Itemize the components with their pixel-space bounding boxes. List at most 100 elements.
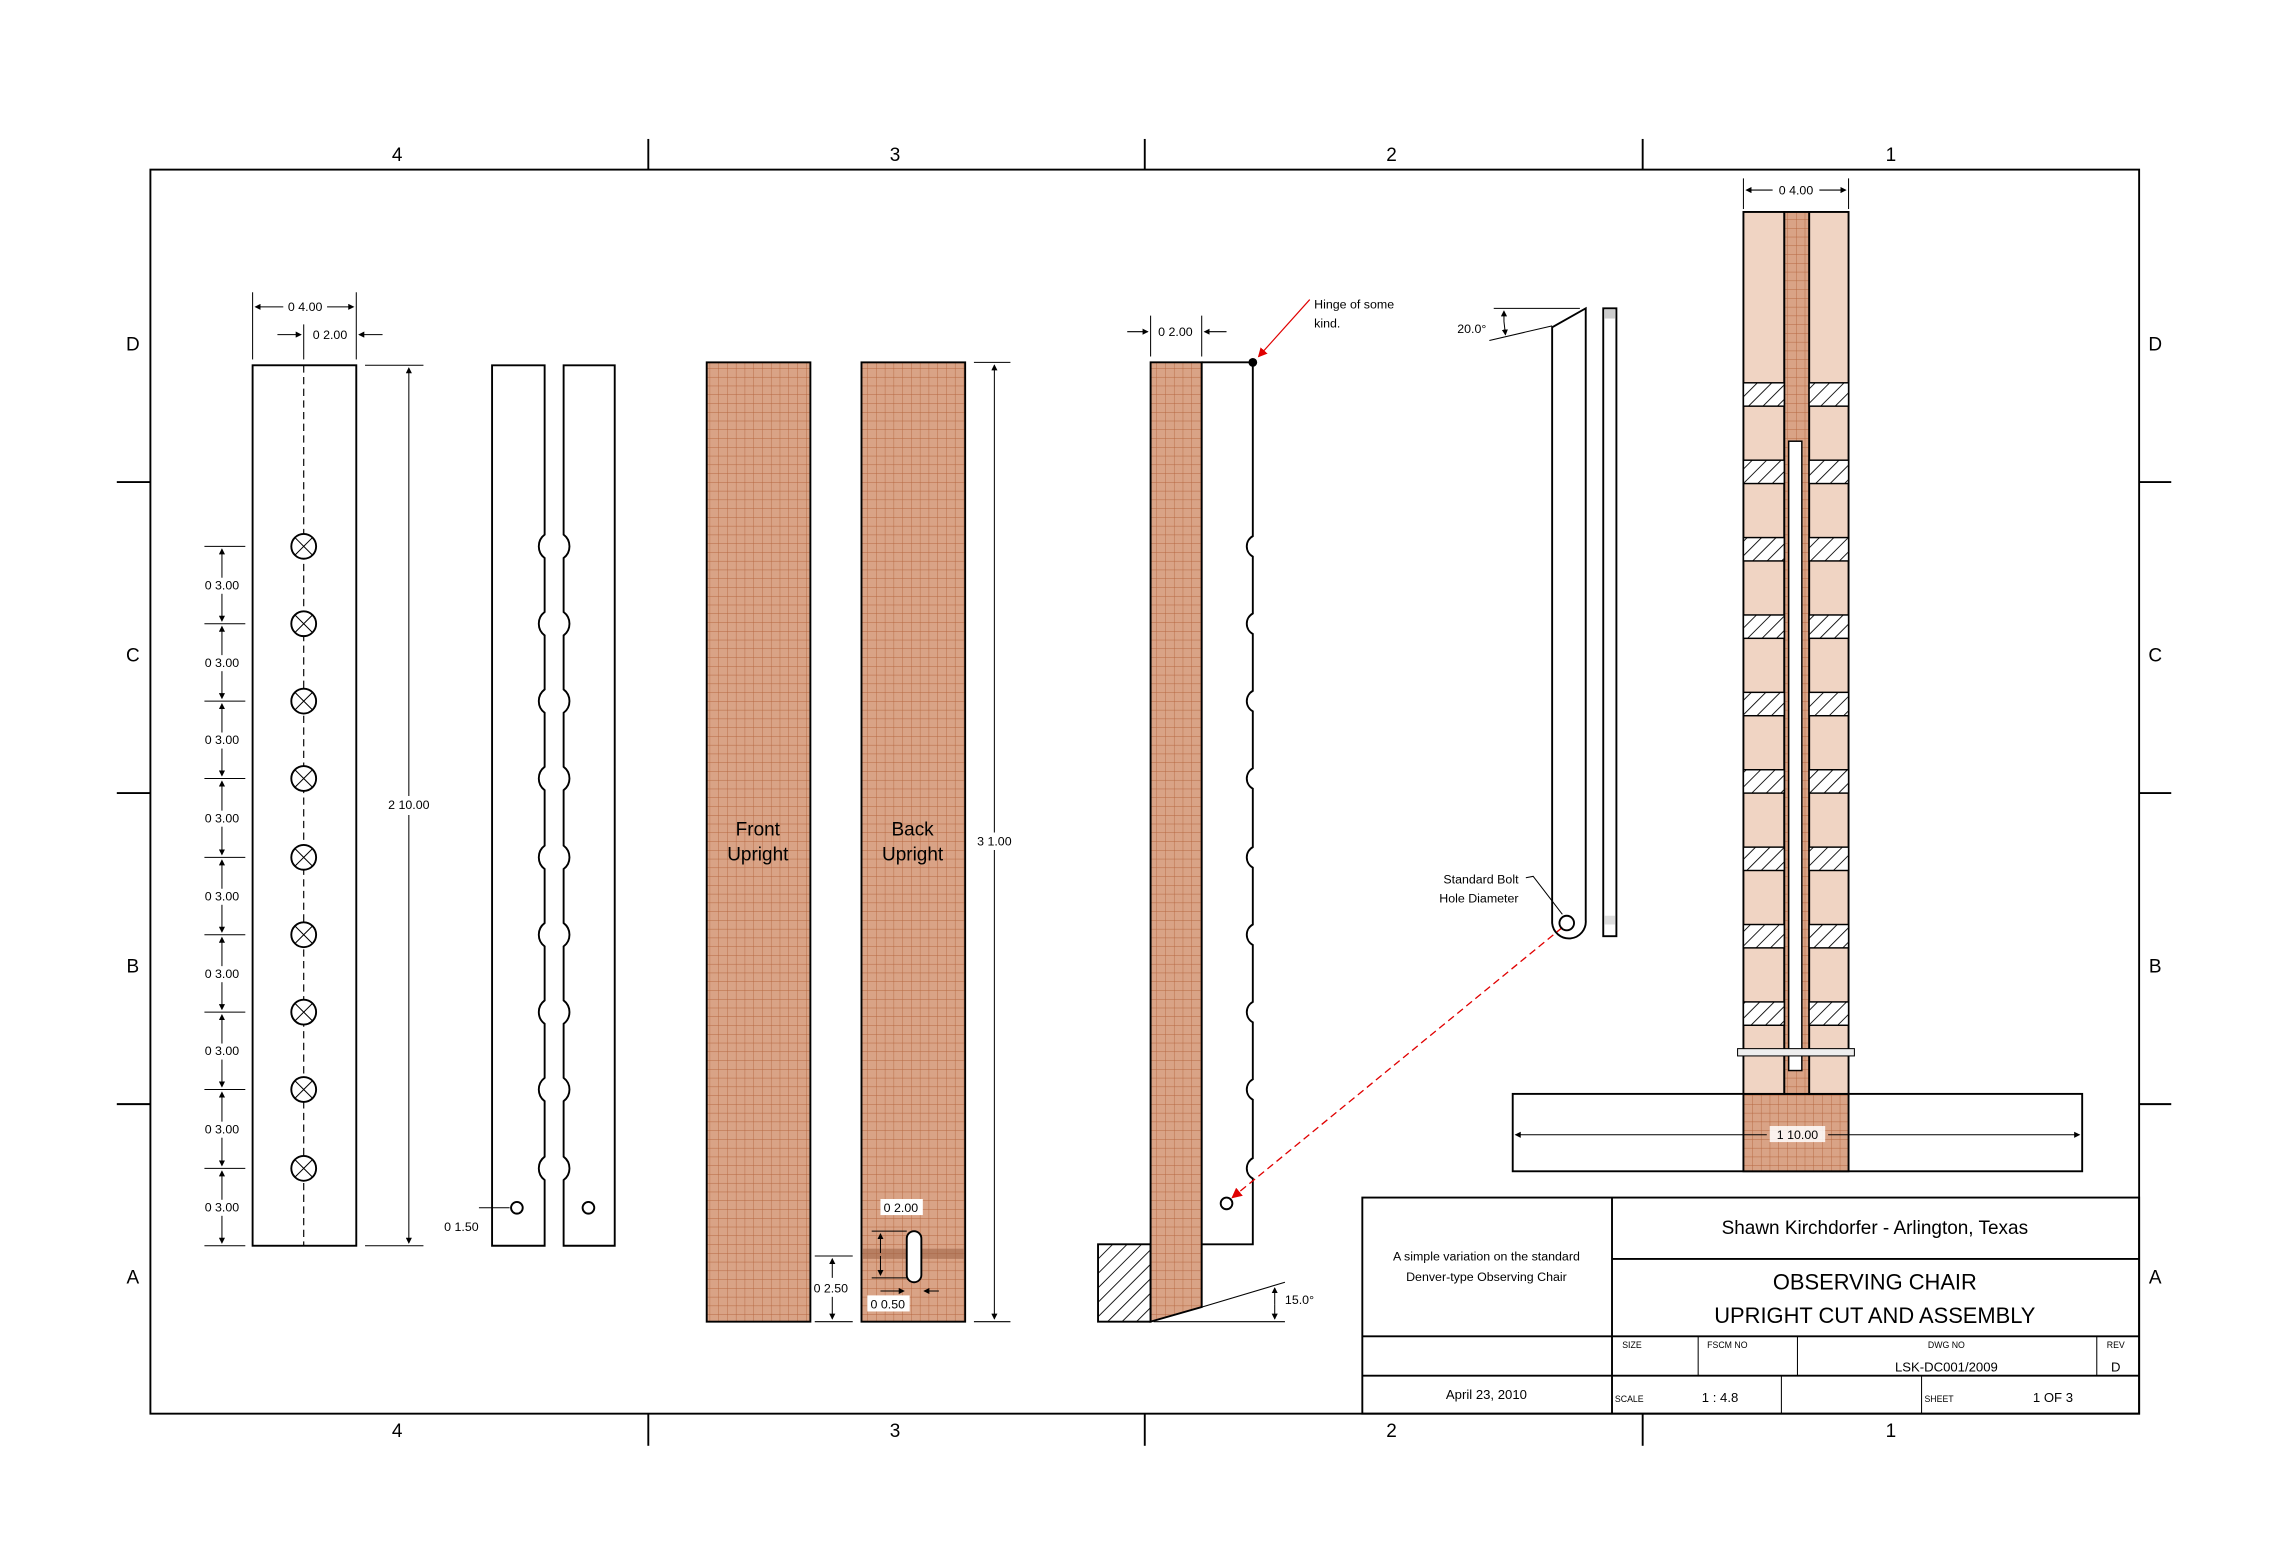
- cross-member-section: [1742, 923, 1786, 949]
- spacing-dimension: 0 3.00: [205, 1200, 240, 1214]
- back-upright-label-2: Upright: [882, 844, 944, 865]
- date: April 23, 2010: [1446, 1387, 1527, 1402]
- width-dimension: 0 2.00: [1158, 325, 1193, 339]
- cross-member-section: [1742, 382, 1786, 407]
- back-upright: [860, 361, 967, 1323]
- zone-col-1-bottom: 1: [1886, 1421, 1897, 1442]
- zone-row-c-left: C: [126, 646, 140, 667]
- uprights-view: Front Upright Back Upright 0 2.00 0 2.50…: [705, 361, 1012, 1323]
- cross-member-section: [1742, 691, 1786, 717]
- side-piece-view: 0 4.00 0 2.00 2 10.00 0 3.00 0 3.00 0 3.00…: [204, 292, 430, 1247]
- assembly-width-dimension: 0 4.00: [1779, 183, 1814, 197]
- cross-member-section: [1808, 691, 1850, 717]
- cross-member-section: [1808, 1001, 1850, 1026]
- dwg-number: LSK-DC001/2009: [1895, 1359, 1998, 1374]
- zone-col-3-top: 3: [890, 145, 901, 166]
- cross-member-section: [1808, 536, 1850, 562]
- slot-height-dimension: 0 2.50: [814, 1281, 849, 1295]
- scale-label: SCALE: [1615, 1394, 1644, 1404]
- author: Shawn Kirchdorfer - Arlington, Texas: [1722, 1218, 2028, 1239]
- cross-member-section: [1742, 536, 1786, 562]
- width-dimension: 0 4.00: [288, 300, 323, 314]
- zone-col-1-top: 1: [1886, 145, 1897, 166]
- bolt-hole: [1219, 1196, 1234, 1211]
- center-dimension: 0 2.00: [313, 328, 348, 342]
- front-upright: [705, 361, 812, 1323]
- hinge-note: Hinge of some: [1314, 297, 1394, 311]
- front-upright-label-2: Upright: [727, 844, 789, 865]
- zone-row-b-right: B: [2149, 957, 2162, 978]
- scale: 1 : 4.8: [1702, 1390, 1738, 1405]
- drawing-frame: 4 3 2 1 4 3 2 1 D C B A D C B A: [116, 138, 2172, 1446]
- cross-member-section: [1808, 614, 1850, 640]
- bolt-note-2: Hole Diameter: [1439, 892, 1518, 906]
- sheet-number: 1 OF 3: [2033, 1390, 2073, 1405]
- leg-angle-dimension: 20.0°: [1457, 322, 1486, 336]
- bolt-hole: [510, 1200, 524, 1215]
- description-2: Denver-type Observing Chair: [1406, 1270, 1567, 1284]
- bolt-note: Standard Bolt: [1443, 873, 1519, 887]
- bolt-hole: [581, 1200, 596, 1215]
- leg-view: 20.0° Standard Bolt Hole Diameter: [1439, 306, 1618, 940]
- split-piece-view: 0 1.50: [444, 364, 616, 1247]
- spacing-dimension: 0 3.00: [205, 1122, 240, 1136]
- sheet-label: SHEET: [1924, 1394, 1954, 1404]
- spacing-dimension: 0 3.00: [205, 578, 240, 592]
- description: A simple variation on the standard: [1393, 1249, 1580, 1263]
- base-dimension: 1 10.00: [1777, 1128, 1818, 1142]
- spacing-dimension: 0 3.00: [205, 967, 240, 981]
- revision: D: [2111, 1359, 2120, 1374]
- hole-cross: [294, 925, 313, 944]
- hole-cross: [294, 691, 313, 711]
- back-upright-label: Back: [892, 819, 935, 840]
- center-slot: [1787, 440, 1803, 1072]
- hinge-note-2: kind.: [1314, 316, 1340, 330]
- cross-member-section: [1742, 459, 1786, 485]
- hole-dimension: 0 1.50: [444, 1220, 479, 1234]
- spacing-dimension: 0 3.00: [205, 656, 240, 670]
- hole-cross: [294, 537, 313, 556]
- assembly-view: 1 10.00 0 4.00: [1511, 178, 2084, 1173]
- fscm-label: FSCM NO: [1707, 1340, 1748, 1350]
- zone-row-a-right: A: [2149, 1268, 2162, 1289]
- cross-member-section: [1742, 846, 1786, 872]
- zone-col-2-top: 2: [1386, 145, 1397, 166]
- cross-member-section: [1742, 1001, 1786, 1026]
- hole-cross: [294, 1003, 313, 1022]
- angle-dimension: 15.0°: [1285, 1293, 1314, 1307]
- title-block: A simple variation on the standard Denve…: [1361, 1196, 2141, 1415]
- dwg-label: DWG NO: [1928, 1340, 1965, 1350]
- hole-cross: [294, 848, 313, 867]
- bolt: [1737, 1048, 1855, 1057]
- size-label: SIZE: [1622, 1340, 1642, 1350]
- cross-member-section: [1808, 846, 1850, 872]
- zone-row-c-right: C: [2148, 646, 2162, 667]
- zone-col-3-bottom: 3: [890, 1421, 901, 1442]
- drawing-title: OBSERVING CHAIR: [1773, 1270, 1977, 1295]
- zone-row-d-left: D: [126, 335, 140, 356]
- zone-col-2-bottom: 2: [1386, 1421, 1397, 1442]
- hole-cross: [294, 614, 313, 633]
- spacing-dimension: 0 3.00: [205, 1044, 240, 1058]
- bolt-slot: [905, 1230, 923, 1284]
- hole-cross: [294, 769, 313, 788]
- cross-member-section: [1742, 614, 1786, 640]
- hinge-point: [1248, 357, 1258, 367]
- hole-cross: [294, 1080, 313, 1099]
- zone-col-4-bottom: 4: [392, 1421, 403, 1442]
- zone-row-d-right: D: [2148, 335, 2162, 356]
- cross-member-section: [1808, 382, 1850, 407]
- bolt-hole: [1558, 914, 1575, 932]
- rev-label: REV: [2107, 1340, 2125, 1350]
- spacing-dimension: 0 3.00: [205, 733, 240, 747]
- upright-length-dimension: 3 1.00: [977, 835, 1012, 849]
- hinged-side-view: Hinge of some kind. 0 2.00 15.0°: [1097, 297, 1563, 1323]
- zone-row-b-left: B: [127, 957, 140, 978]
- spacing-dimension: 0 3.00: [205, 889, 240, 903]
- zone-col-4-top: 4: [392, 145, 403, 166]
- zone-row-a-left: A: [127, 1268, 140, 1289]
- spacing-dimension: 0 3.00: [205, 811, 240, 825]
- length-dimension: 2 10.00: [388, 798, 429, 812]
- slot-width-dimension: 0 0.50: [871, 1298, 906, 1312]
